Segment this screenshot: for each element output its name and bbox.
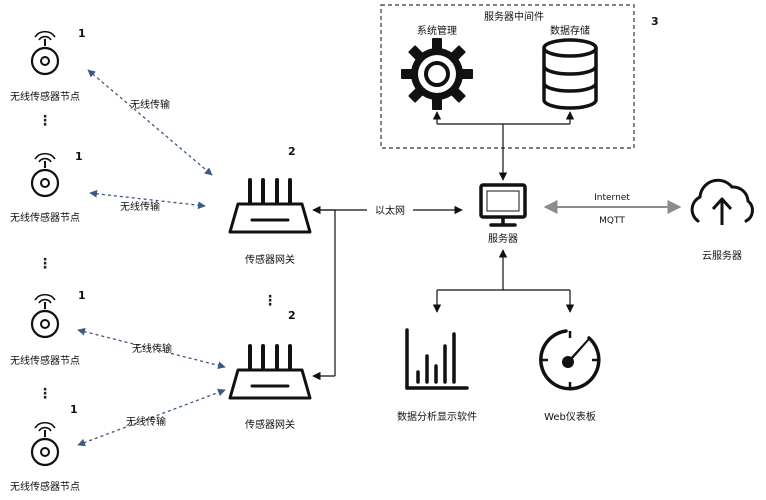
analysis-software-label: 数据分析显示软件 (397, 410, 477, 423)
vertical-ellipsis: ⋮ (38, 113, 52, 129)
vertical-ellipsis: ⋮ (38, 256, 52, 272)
wireless-label: 无线传输 (126, 415, 166, 428)
sensor-gateway-1: 2 传感器网关 (228, 145, 312, 266)
node-label: 无线传感器节点 (10, 480, 80, 493)
wireless-label: 无线传输 (130, 98, 170, 111)
data-storage-label: 数据存储 (550, 24, 590, 37)
monitor-icon (479, 183, 527, 227)
wireless-label: 无线传输 (120, 200, 160, 213)
mqtt-label: MQTT (599, 216, 625, 226)
router-icon (228, 344, 312, 400)
node-number: 1 (78, 289, 86, 302)
cloud-server-label: 云服务器 (702, 249, 742, 262)
node-number: 1 (78, 27, 86, 40)
web-dashboard-label: Web仪表板 (544, 410, 596, 423)
server-node: 服务器 (479, 183, 527, 245)
bar-chart-icon (405, 328, 469, 390)
cloud-upload-icon (690, 178, 754, 225)
database-icon (542, 38, 598, 110)
node-label: 无线传感器节点 (10, 90, 80, 103)
sensor-node-4: 1 无线传感器节点 (10, 403, 80, 493)
gateway-label: 传感器网关 (245, 418, 295, 431)
sensor-node-1: 1 无线传感器节点 (10, 27, 86, 103)
server-label: 服务器 (488, 232, 518, 245)
ethernet-links (312, 205, 463, 381)
middleware-border (380, 4, 635, 149)
node-label: 无线传感器节点 (10, 211, 80, 224)
node-label: 无线传感器节点 (10, 354, 80, 367)
vertical-ellipsis: ⋮ (38, 386, 52, 402)
middleware-title: 服务器中间件 (484, 10, 544, 23)
system-management-label: 系统管理 (417, 24, 457, 37)
wireless-sensor-icon (30, 421, 60, 467)
wireless-sensor-icon (30, 293, 60, 339)
analysis-software-node: 数据分析显示软件 (397, 328, 477, 423)
middleware-number: 3 (651, 15, 659, 28)
gauge-icon (539, 329, 601, 391)
wireless-sensor-icon (30, 152, 60, 198)
sensor-node-2: 1 无线传感器节点 (10, 150, 83, 224)
sensor-gateway-2: 2 传感器网关 (228, 309, 312, 431)
gateway-label: 传感器网关 (245, 253, 295, 266)
wireless-sensor-icon (30, 30, 60, 76)
wireless-link-1 (87, 69, 213, 176)
node-number: 1 (70, 403, 78, 416)
internet-label: Internet (594, 193, 630, 203)
gateway-number: 2 (288, 145, 296, 158)
wireless-link-4 (77, 388, 226, 447)
sensor-node-3: 1 无线传感器节点 (10, 289, 86, 367)
router-icon (228, 178, 312, 234)
wireless-link-3 (77, 327, 226, 370)
ethernet-label: 以太网 (375, 204, 405, 217)
wireless-links (77, 69, 226, 447)
cloud-server-node: 云服务器 (690, 178, 754, 262)
label-backdrop (367, 202, 413, 218)
wireless-label: 无线传输 (132, 342, 172, 355)
web-dashboard-node: Web仪表板 (539, 329, 601, 423)
vertical-ellipsis: ⋮ (263, 293, 277, 309)
server-middleware-box: 服务器中间件 3 系统管理 数据存储 (380, 4, 659, 149)
gear-icon (401, 38, 473, 110)
node-number: 1 (75, 150, 83, 163)
gateway-number: 2 (288, 309, 296, 322)
wireless-link-2 (89, 189, 206, 210)
